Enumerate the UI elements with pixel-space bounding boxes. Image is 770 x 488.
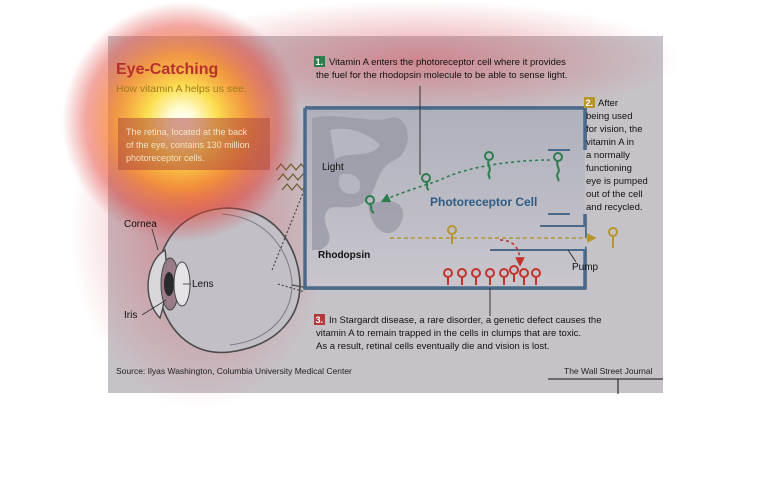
label-photoreceptor-cell: Photoreceptor Cell [430,195,537,209]
step2-line-8: out of the cell [586,189,643,200]
retina-note-box [118,118,270,170]
step2-badge [584,97,595,108]
step2-line-3: for vision, the [586,124,643,135]
step2-line-9: and recycled. [586,202,643,213]
step3-badge [314,314,325,325]
green-vitamin-path [380,159,551,203]
pump-pointer [567,249,577,263]
retina-note-line-2: of the eye, contains 130 million [126,140,250,150]
step2-line-5: a normally [586,150,630,161]
label-light: Light [322,162,344,173]
label-iris: Iris [124,310,137,321]
credit-line: The Wall Street Journal [564,366,653,376]
step3-line-3: As a result, retinal cells eventually di… [316,341,549,352]
label-lens: Lens [192,279,214,290]
label-cornea: Cornea [124,219,157,230]
source-line: Source: Ilyas Washington, Columbia Unive… [116,366,352,376]
red-trapped-path [499,239,525,267]
step3-line-2: vitamin A to remain trapped in the cells… [316,328,581,339]
magnify-line-bottom [277,283,306,293]
step1-badge [314,56,325,67]
step2-number: 2. [586,98,594,108]
step2-line-6: functioning [586,163,632,174]
step1-line-1: Vitamin A enters the photoreceptor cell … [329,57,566,68]
photoreceptor-cell-diagram [303,106,587,290]
step2-line-4: vitamin A in [586,137,634,148]
red-vitamin-clumps [443,265,541,285]
subtitle: How vitamin A helps us see. [116,83,247,95]
iris-pointer [141,299,167,316]
magnify-line-top [271,187,306,271]
label-rhodopsin: Rhodopsin [318,250,370,261]
step2-line-7: eye is pumped [586,176,648,187]
step3-number: 3. [316,315,324,325]
cornea-pointer [151,228,159,251]
label-pump: Pump [572,262,599,273]
step2-line-1: After [598,98,618,109]
step1-number: 1. [316,57,324,67]
green-vitamin-molecules [365,151,563,214]
title: Eye-Catching [116,61,218,78]
step3-line-1: In Stargardt disease, a rare disorder, a… [329,315,602,326]
step2-line-2: being used [586,111,632,122]
gold-vitamin-molecules [447,225,618,248]
retina-note-line-3: photoreceptor cells. [126,153,205,163]
step1-line-2: the fuel for the rhodopsin molecule to b… [316,70,567,81]
eye-illustration [147,207,309,354]
retina-note-line-1: The retina, located at the back [126,127,248,137]
